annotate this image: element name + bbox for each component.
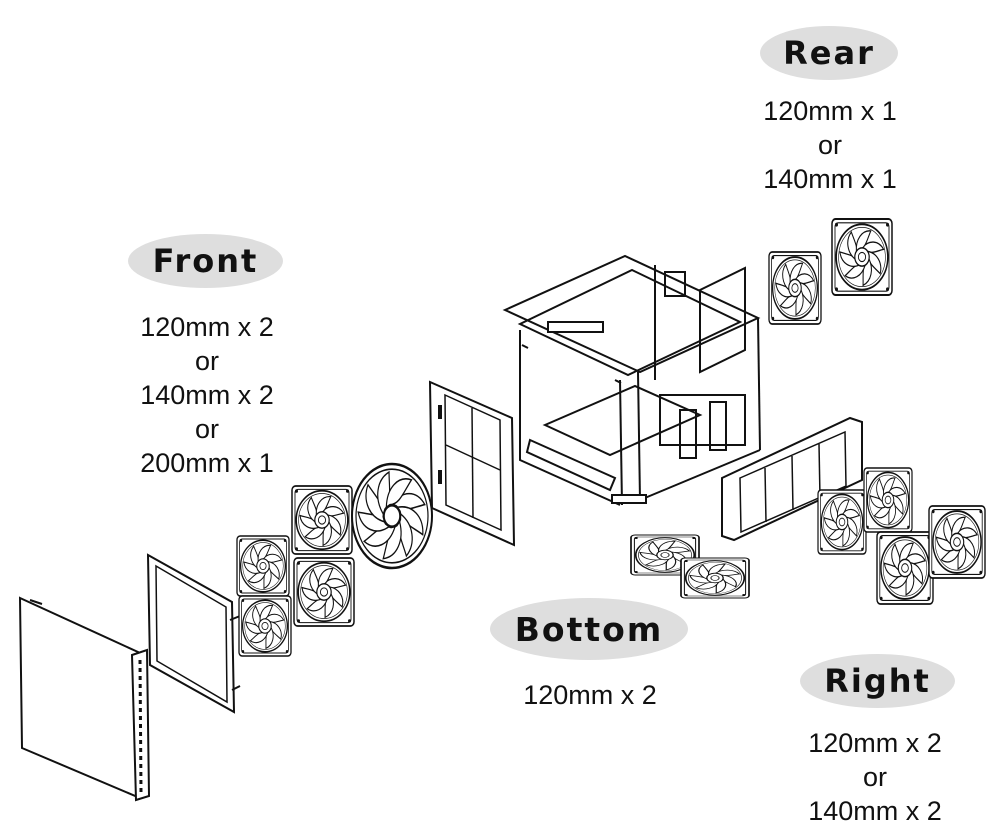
front-spec-line-4: or [194, 414, 219, 444]
right-spec-line-2: or [862, 762, 887, 792]
bottom-label: Bottom [490, 598, 688, 660]
rear-spec-line-2: or [817, 130, 842, 160]
front-label: Front [128, 234, 283, 288]
right-label: Right [800, 654, 955, 708]
front-label-text: Front [152, 242, 259, 280]
front-spec: 120mm x 2 or 140mm x 2 or 200mm x 1 [112, 310, 302, 480]
front-side-panel [18, 596, 151, 802]
front-fan-140-top [292, 486, 352, 554]
right-label-text: Right [824, 662, 931, 700]
case-chassis [502, 254, 761, 506]
front-fan-bracket [428, 380, 516, 547]
right-fan-bracket [721, 416, 863, 542]
rear-spec: 120mm x 1 or 140mm x 1 [740, 94, 920, 196]
rear-fan-120 [769, 252, 821, 324]
bottom-fan-120-right [681, 558, 749, 598]
right-fan-120-right [864, 468, 912, 532]
front-fan-120-bottom [239, 596, 291, 656]
front-fan-140-bottom [294, 558, 354, 626]
front-fan-200 [350, 462, 434, 570]
right-fan-120-left [818, 490, 866, 554]
right-spec-line-3: 140mm x 2 [808, 796, 942, 826]
front-spec-line-3: 140mm x 2 [140, 380, 274, 410]
right-spec-line-1: 120mm x 2 [808, 728, 942, 758]
front-spec-line-1: 120mm x 2 [140, 312, 274, 342]
bottom-label-text: Bottom [514, 609, 664, 649]
rear-spec-line-1: 120mm x 1 [763, 96, 897, 126]
rear-label: Rear [760, 26, 898, 80]
right-spec: 120mm x 2 or 140mm x 2 [780, 726, 970, 828]
bottom-spec-line-1: 120mm x 2 [523, 680, 657, 710]
front-filter-frame [146, 553, 241, 714]
rear-label-text: Rear [783, 34, 875, 72]
front-spec-line-2: or [194, 346, 219, 376]
right-fan-140-right [929, 506, 985, 578]
right-fan-140-left [877, 532, 933, 604]
front-spec-line-5: 200mm x 1 [140, 448, 274, 478]
rear-fan-140 [832, 219, 892, 295]
rear-spec-line-3: 140mm x 1 [763, 164, 897, 194]
bottom-spec: 120mm x 2 [490, 678, 690, 712]
front-fan-120-top [237, 536, 289, 596]
